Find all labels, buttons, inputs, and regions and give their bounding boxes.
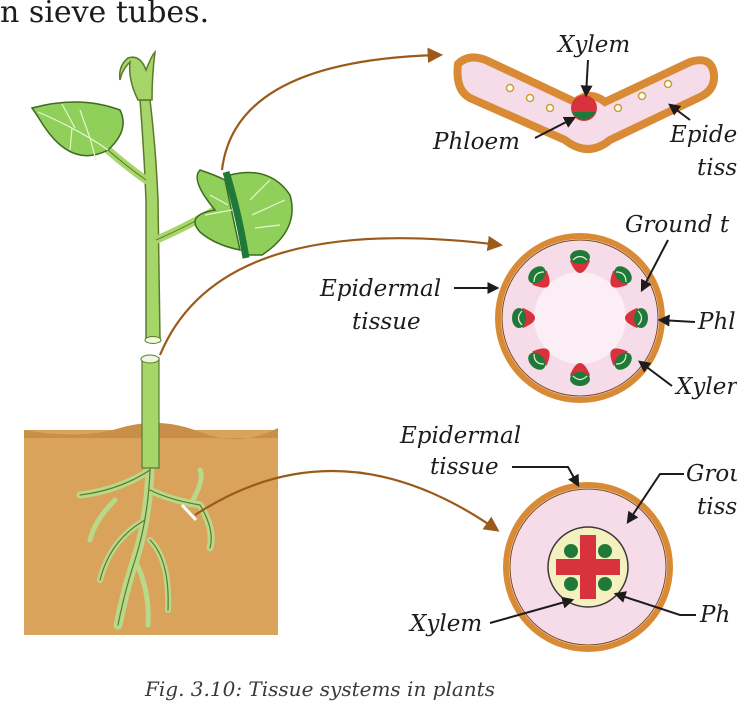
figure-caption: Fig. 3.10: Tissue systems in plants — [144, 677, 495, 701]
stem-vascular-bundle — [625, 308, 648, 328]
leaf-cross-section: Xylem Phloem Epide tiss — [432, 32, 737, 181]
stem-vascular-bundle — [528, 348, 550, 370]
stem-epidermal-label-1: Epidermal — [319, 276, 441, 302]
stem-epidermal-label-2: tissue — [352, 309, 421, 335]
stem-vascular-bundle — [512, 308, 535, 328]
leaf-cut-edge — [222, 170, 250, 259]
stem-vascular-bundle — [610, 348, 632, 370]
leaf-xylem-label: Xylem — [556, 32, 630, 58]
stem-ground-label: Ground t — [625, 212, 730, 238]
root-xylem — [556, 535, 620, 599]
left-leaf — [30, 101, 124, 157]
stem-arrow — [158, 235, 504, 356]
root-ground-label-2: tiss — [697, 494, 737, 520]
stem-vascular-bundle — [528, 266, 550, 288]
right-leaf-left-half — [194, 169, 241, 251]
root-epidermal-label-1: Epidermal — [399, 423, 521, 449]
connector-arrows — [158, 47, 504, 532]
leaf-phloem-label: Phloem — [432, 129, 520, 155]
root-phloem — [564, 544, 612, 591]
stem-vascular-bundle — [570, 250, 590, 273]
stem-cross-section: Ground t Epidermal tissue Phl Xyler — [319, 212, 737, 403]
root-phloem-label: Ph — [699, 602, 730, 628]
root-arrow — [194, 469, 500, 532]
stem-vascular-bundles — [512, 250, 648, 386]
right-leaf-right-half — [229, 171, 293, 256]
root-cross-section: Epidermal tissue Grou tiss Xylem Ph — [399, 423, 737, 652]
top-text-fragment: n sieve tubes. — [0, 0, 209, 30]
stem-vascular-bundle — [610, 266, 632, 288]
root-epidermal-label-2: tissue — [430, 454, 499, 480]
leaf-arrow — [220, 47, 444, 171]
stem-vascular-bundle — [570, 363, 590, 386]
upper-stem — [139, 99, 161, 341]
stem-xylem-label: Xyler — [674, 374, 737, 400]
leaf-epidermal-label-2: tiss — [697, 155, 737, 181]
root-ground-label-1: Grou — [686, 461, 737, 487]
shoot-tip — [118, 49, 157, 101]
root-xylem-label: Xylem — [408, 611, 482, 637]
leaf-epidermal-label-1: Epide — [669, 122, 737, 148]
stem-phloem-label: Phl — [697, 309, 736, 335]
lower-stem — [141, 357, 160, 469]
plant-illustration — [24, 49, 293, 635]
